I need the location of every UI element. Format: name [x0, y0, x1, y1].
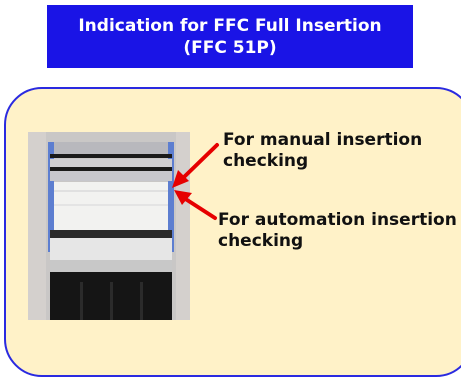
title-banner: Indication for FFC Full Insertion (FFC 5… [47, 5, 413, 68]
arrowhead-automation [174, 190, 192, 205]
automation-note-line-2: checking [218, 231, 304, 251]
annotation-arrows [172, 143, 219, 220]
title-line-2: (FFC 51P) [183, 37, 277, 58]
manual-note-line-1: For manual insertion [223, 130, 423, 150]
manual-note-line-2: checking [223, 151, 309, 171]
automation-insertion-note: For automation insertion checking [218, 210, 457, 252]
arrow-automation [182, 196, 217, 220]
automation-note-line-1: For automation insertion [218, 210, 457, 230]
title-line-1: Indication for FFC Full Insertion [78, 15, 382, 36]
manual-insertion-note: For manual insertion checking [223, 130, 422, 172]
ffc-connector-photo [28, 132, 190, 320]
arrowhead-manual [172, 170, 189, 188]
arrow-manual [181, 143, 219, 180]
